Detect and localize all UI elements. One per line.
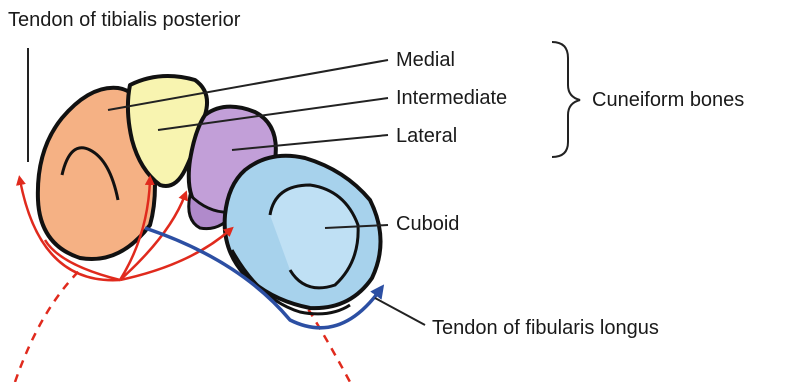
label-tibialis-posterior: Tendon of tibialis posterior [8,10,240,30]
tibialis-tendon-dashed-path [15,270,80,382]
label-intermediate: Intermediate [396,88,507,108]
leader-fibularis-longus [375,298,425,325]
label-lateral: Lateral [396,126,457,146]
label-cuboid: Cuboid [396,214,459,234]
label-cuneiform-bones: Cuneiform bones [592,90,744,110]
label-fibularis-longus: Tendon of fibularis longus [432,318,659,338]
cuneiform-brace [552,42,580,157]
label-medial: Medial [396,50,455,70]
